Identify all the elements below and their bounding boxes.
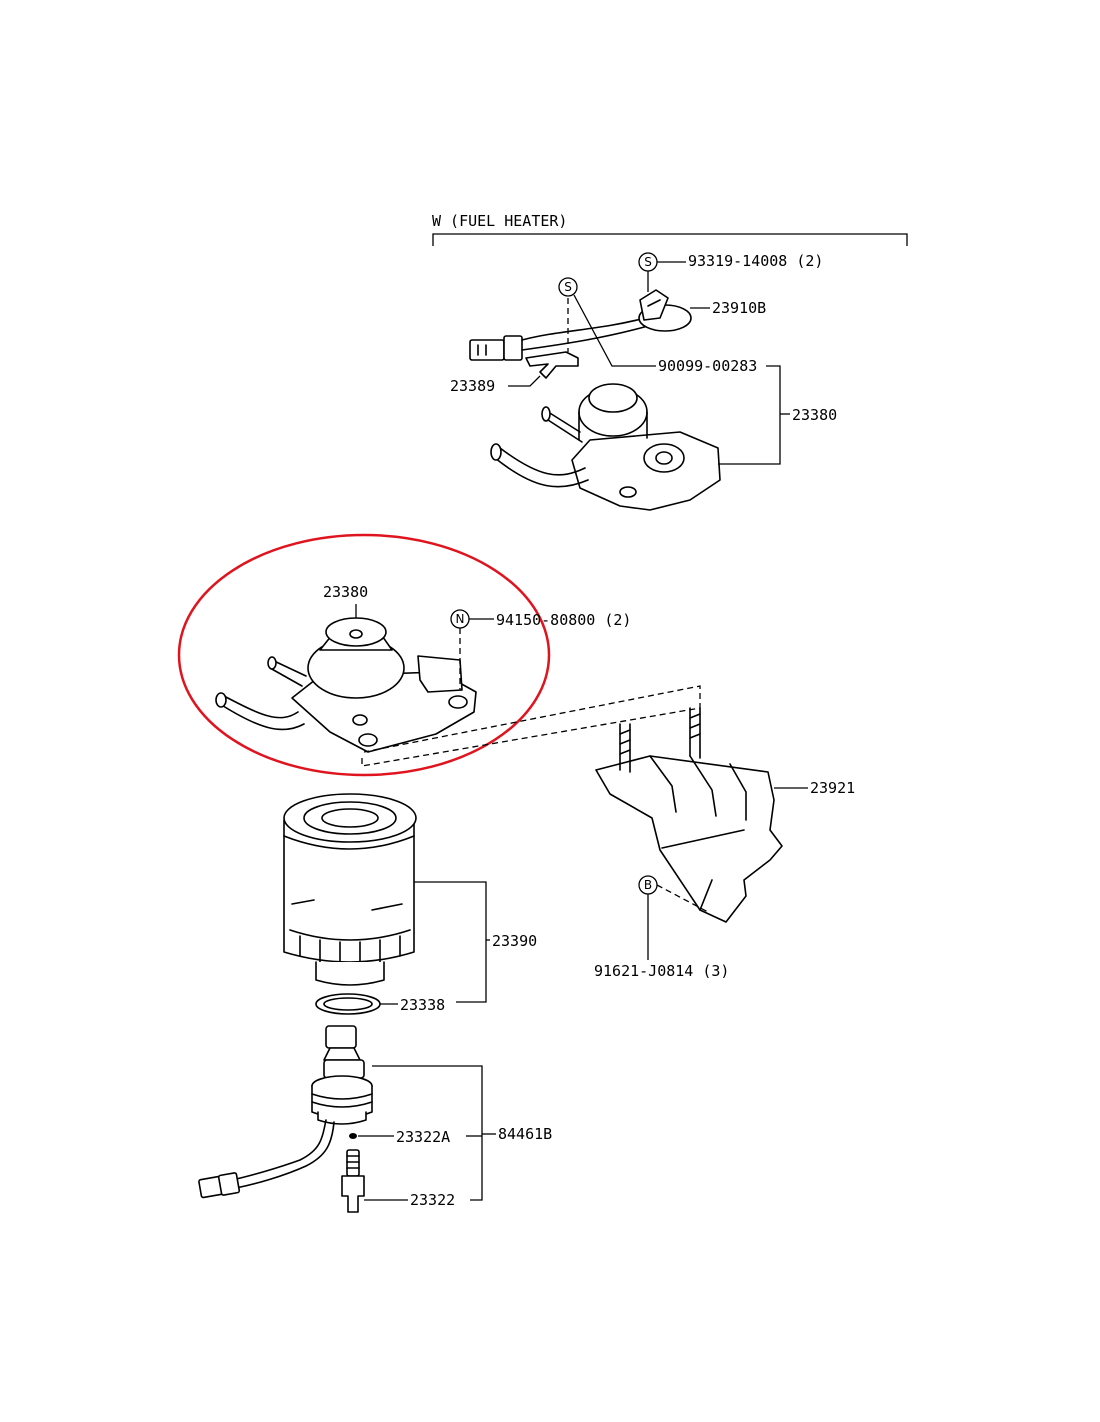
filter-head-lower-icon (215, 617, 477, 753)
oring-23322A-icon (349, 1133, 357, 1139)
filter-cartridge-23390-icon (283, 793, 417, 986)
sensor-23910B-icon (638, 289, 692, 332)
label-84461B: 84461B (498, 1125, 552, 1143)
label-90099-00283: 90099-00283 (658, 357, 757, 375)
label-23338: 23338 (400, 996, 445, 1014)
label-91621-J0814: 91621-J0814 (3) (594, 962, 729, 980)
symbol-s-text-2: S (564, 280, 572, 294)
label-94150-80800: 94150-80800 (2) (496, 611, 631, 629)
sensor-84461B-icon (198, 1025, 373, 1199)
label-23380-upper: 23380 (792, 406, 837, 424)
gasket-23338-icon (315, 993, 381, 1015)
symbol-s-text: S (644, 255, 652, 269)
label-23390: 23390 (492, 932, 537, 950)
variant-bracket-line (432, 233, 908, 246)
bracket-23389-icon (525, 351, 579, 379)
highlight-ellipse (177, 533, 551, 777)
label-23322: 23322 (410, 1191, 455, 1209)
upper-assembly: S 93319-14008 (2) 23910B S 90099-00283 2… (450, 252, 837, 511)
symbol-s-circle-2 (558, 277, 578, 297)
fuel-heater-variant-group: W (FUEL HEATER) (432, 212, 908, 246)
drain-plug-23322-icon (341, 1149, 365, 1213)
filter-head-upper-icon (490, 383, 721, 511)
harness-connector-icon (469, 335, 523, 361)
symbol-n-text: N (456, 612, 465, 626)
label-23910B: 23910B (712, 299, 766, 317)
label-23389: 23389 (450, 377, 495, 395)
label-23322A: 23322A (396, 1128, 450, 1146)
symbol-b-text: B (644, 878, 652, 892)
label-93319-14008: 93319-14008 (2) (688, 252, 823, 270)
variant-label: W (FUEL HEATER) (432, 212, 567, 230)
harness-wire-icon (521, 317, 646, 341)
label-23380-lower: 23380 (323, 583, 368, 601)
label-23921: 23921 (810, 779, 855, 797)
bracket-23921-icon (595, 707, 783, 923)
